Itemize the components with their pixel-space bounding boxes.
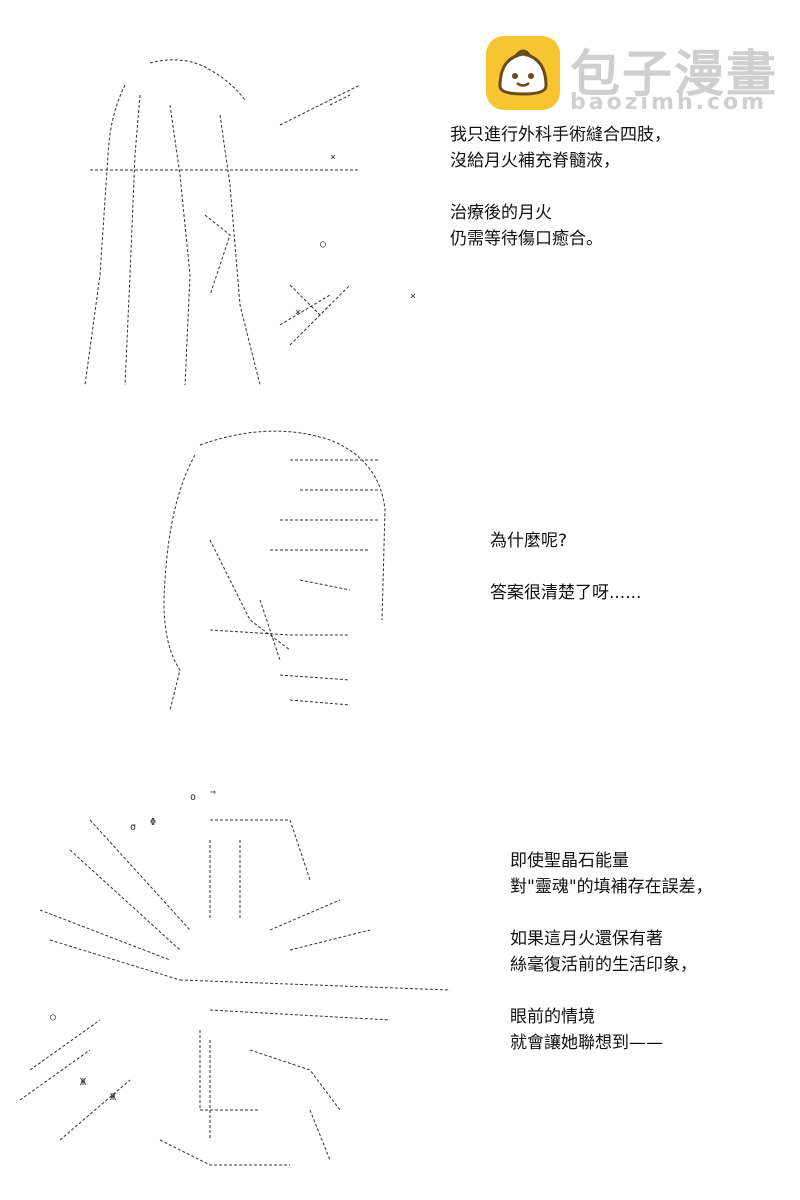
panel3-burst-illustration: σ Φ o ⇒ Ж Ж ○ (19, 787, 451, 1166)
bun-logo-icon (486, 36, 560, 110)
svg-text:×: × (295, 307, 301, 318)
svg-text:○: ○ (320, 239, 326, 250)
panel1-figure-illustration: × × × ○ (84, 59, 416, 386)
site-logo: 包子漫畫 baozimh.com (486, 36, 778, 115)
panel2-profile-illustration (163, 430, 386, 711)
panel2-caption: 為什麼呢? 答案很清楚了呀...... (490, 528, 641, 606)
caption-line: 沒給月火補充脊髓液， (450, 151, 620, 171)
svg-text:σ: σ (130, 822, 136, 833)
caption-line: 治療後的月火 (450, 203, 552, 223)
caption-line: 就會讓她聯想到—— (510, 1033, 663, 1053)
site-title: 包子漫畫 (570, 45, 778, 103)
caption-line: 如果這月火還保有著 (510, 929, 663, 949)
caption-line: 為什麼呢? (490, 531, 568, 551)
panel3-caption: 即使聖晶石能量 對"靈魂"的填補存在誤差， 如果這月火還保有著 絲毫復活前的生活… (510, 848, 713, 1056)
caption-line: 眼前的情境 (510, 1007, 595, 1027)
caption-line: 絲毫復活前的生活印象， (510, 955, 697, 975)
svg-text:×: × (330, 152, 336, 163)
svg-text:○: ○ (50, 1012, 56, 1023)
svg-text:⇒: ⇒ (210, 787, 216, 798)
site-url: baozimh.com (570, 90, 768, 115)
svg-text:×: × (410, 291, 416, 302)
svg-text:Φ: Φ (150, 817, 156, 828)
caption-line: 我只進行外科手術縫合四肢， (450, 125, 671, 145)
svg-text:o: o (190, 792, 196, 803)
panel1-caption: 我只進行外科手術縫合四肢， 沒給月火補充脊髓液， 治療後的月火 仍需等待傷口癒合… (450, 122, 671, 252)
caption-line: 即使聖晶石能量 (510, 851, 629, 871)
svg-text:Ж: Ж (110, 1092, 116, 1103)
caption-line: 對"靈魂"的填補存在誤差， (510, 877, 713, 897)
caption-line: 仍需等待傷口癒合。 (450, 229, 603, 249)
svg-text:Ж: Ж (80, 1077, 86, 1088)
caption-line: 答案很清楚了呀...... (490, 583, 642, 603)
